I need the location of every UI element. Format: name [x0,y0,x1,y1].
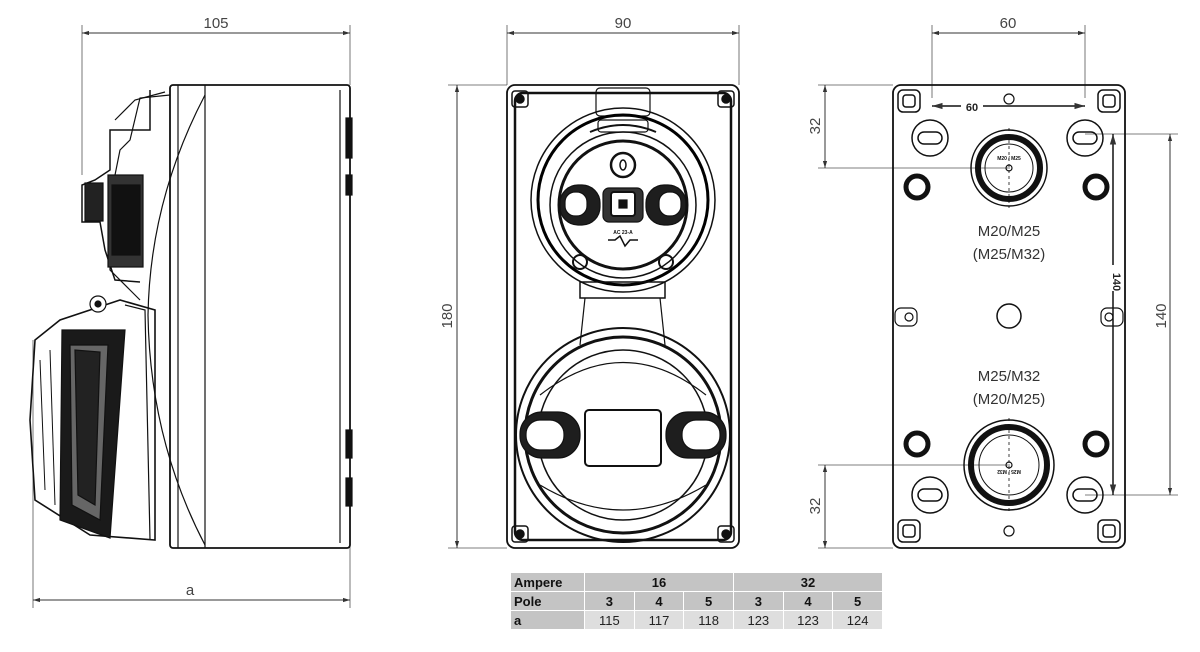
upper-gland-alt-label: (M25/M32) [973,246,1046,263]
a-value-cell: 117 [634,611,684,629]
a-value-cell: 124 [833,611,882,629]
pole-cell: 5 [684,592,733,610]
lower-gland-marking: M25 / M32 [997,468,1021,474]
table-row-pole: Pole 3 4 5 3 4 5 [511,592,882,610]
row-label-ampere: Ampere [511,573,584,591]
ampere-16: 16 [585,573,733,591]
a-value-cell: 118 [684,611,733,629]
upper-gland-label: M20/M25 [978,223,1041,240]
pole-cell: 4 [783,592,833,610]
table-row-ampere: Ampere 16 32 [511,573,882,591]
lower-gland-alt-label: (M20/M25) [973,391,1046,408]
pole-cell: 3 [734,592,783,610]
table-row-a: a 115 117 118 123 123 124 [511,611,882,629]
dim-front-width: 90 [615,15,632,32]
dim-side-depth: a [186,582,195,599]
switch-rating-label: AC 23-A [613,230,633,236]
a-value-cell: 123 [783,611,833,629]
side-view [29,25,353,608]
pole-cell: 3 [585,592,634,610]
row-label-pole: Pole [511,592,584,610]
pole-cell: 4 [634,592,684,610]
a-value-cell: 115 [585,611,634,629]
ampere-32: 32 [734,573,882,591]
row-label-a: a [511,611,584,629]
pole-cell: 5 [833,592,882,610]
a-value-cell: 123 [734,611,783,629]
dim-side-width: 105 [203,15,228,32]
dim-rear-bottom-offset: 32 [807,498,824,515]
rear-view [818,25,1178,549]
lower-gland-label: M25/M32 [978,368,1041,385]
spec-table: Ampere 16 32 Pole 3 4 5 3 4 5 a 115 117 … [510,572,883,630]
dim-rear-inner-width: 60 [966,102,978,114]
front-view [448,25,740,549]
dim-rear-width: 60 [1000,15,1017,32]
dim-rear-top-offset: 32 [807,118,824,135]
dim-rear-inner-height: 140 [1110,273,1122,291]
upper-gland-marking: M20 / M25 [997,156,1021,162]
dim-front-height: 180 [439,303,456,328]
dim-rear-hole-spacing: 140 [1153,303,1170,328]
